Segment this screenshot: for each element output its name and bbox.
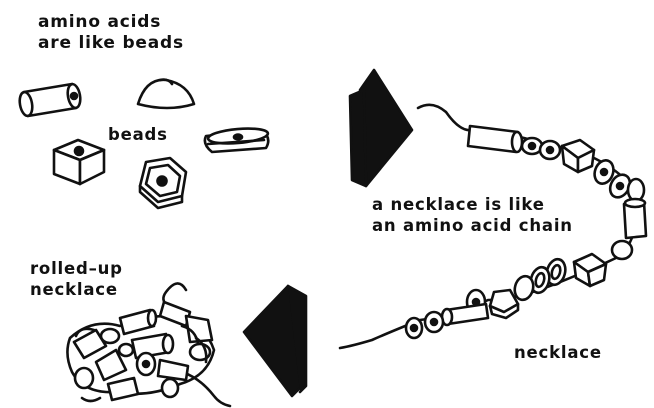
left-arrow-icon — [244, 286, 306, 396]
necklace-bead — [624, 199, 646, 238]
intro-label-line-1: amino acids — [38, 12, 184, 33]
right-arrow-icon — [350, 70, 412, 186]
intro-label: amino acids are like beads — [38, 12, 184, 54]
necklace-bead — [442, 304, 488, 325]
rolled-line-1: rolled–up — [30, 258, 123, 279]
dome-bead-icon — [138, 80, 194, 109]
cylinder-bead-icon — [18, 83, 82, 117]
necklace-bead — [468, 126, 522, 152]
necklace-bead — [490, 290, 518, 318]
beads-label: beads — [108, 124, 168, 145]
disc-bead-icon — [205, 126, 269, 152]
necklace-label: necklace — [514, 342, 602, 363]
hexagon-bead-icon — [140, 158, 186, 208]
necklace-bead — [612, 241, 632, 259]
necklace-comparison-label: a necklace is like an amino acid chain — [372, 194, 573, 236]
comparison-line-2: an amino acid chain — [372, 215, 573, 236]
necklace-bead — [628, 179, 644, 201]
cube-bead-icon — [54, 140, 104, 184]
comparison-line-1: a necklace is like — [372, 194, 573, 215]
intro-label-line-2: are like beads — [38, 33, 184, 54]
necklace-bead — [425, 312, 443, 332]
rolled-line-2: necklace — [30, 279, 123, 300]
rolled-up-necklace — [67, 283, 230, 406]
necklace-bead — [540, 141, 560, 159]
necklace-bead — [406, 318, 422, 338]
rolled-up-necklace-label: rolled–up necklace — [30, 258, 123, 300]
necklace-bead — [562, 140, 594, 172]
necklace-bead — [574, 254, 606, 286]
